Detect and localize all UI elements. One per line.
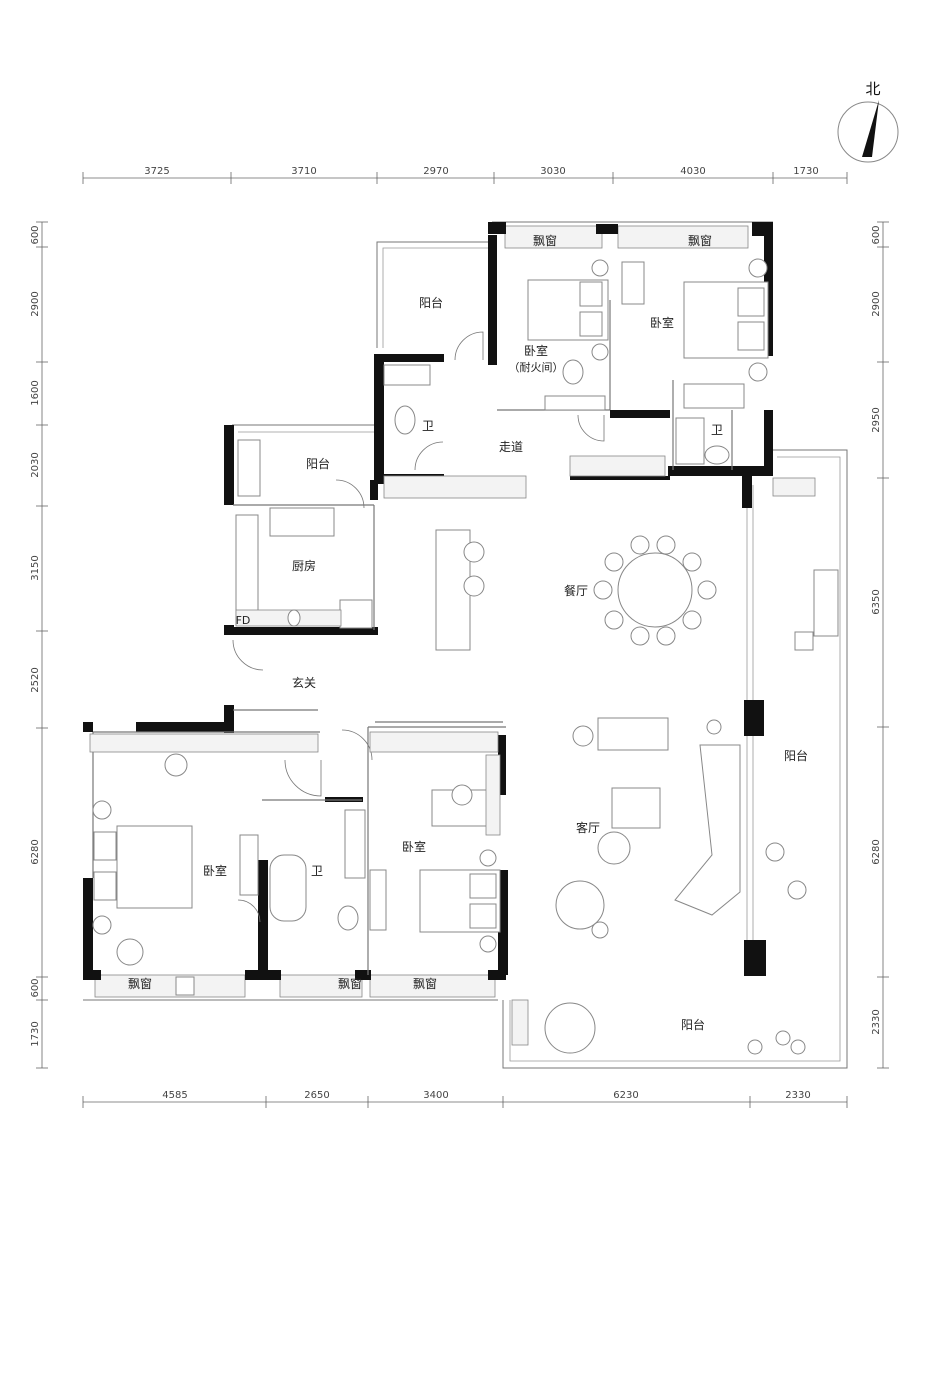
dim-left-label: 600	[30, 978, 41, 997]
bay-window-label: 飘窗	[688, 234, 712, 248]
dim-left-label: 1600	[30, 380, 41, 405]
balcony-label: 阳台	[419, 295, 443, 310]
bathroom-label: 卫	[422, 419, 434, 433]
balcony-label: 阳台	[306, 456, 330, 471]
north-arrow-icon	[862, 100, 879, 157]
dims-right: 600 2900 2950 6350 6280 2330	[871, 225, 882, 1034]
round-table-icon	[544, 1002, 596, 1054]
dim-right-label: 6350	[871, 589, 882, 614]
dim-bottom-label: 2330	[785, 1090, 810, 1101]
dim-right-label: 6280	[871, 839, 882, 864]
dining-room-label: 餐厅	[564, 583, 588, 598]
dim-top-label: 2970	[423, 166, 448, 177]
dim-right-label: 2330	[871, 1009, 882, 1034]
bathroom-label: 卫	[711, 423, 723, 437]
bay-window-label: 飘窗	[128, 977, 152, 991]
dim-left-label: 2900	[30, 291, 41, 316]
bathroom-label: 卫	[311, 864, 323, 878]
dim-top-label: 3030	[540, 166, 565, 177]
balcony-label: 阳台	[784, 748, 808, 763]
dim-left-label: 600	[30, 225, 41, 244]
dim-left-label: 1730	[30, 1021, 41, 1046]
dims-left: 600 2900 1600 2030 3150 2520 6280 600 17…	[30, 225, 41, 1046]
room-labels: 飘窗 飘窗 阳台 卧室 （耐火间） 卧室 卫 卫 走道 阳台 厨房 FD 餐厅 …	[128, 234, 808, 1032]
dim-left-label: 2520	[30, 667, 41, 692]
foyer-label: 玄关	[292, 675, 316, 690]
dims-bottom: 4585 2650 3400 6230 2330	[162, 1090, 810, 1101]
balcony-label: 阳台	[681, 1017, 705, 1032]
dim-right-label: 600	[871, 225, 882, 244]
bay-window-label: 飘窗	[533, 234, 557, 248]
dim-bottom-label: 4585	[162, 1090, 187, 1101]
fire-bedroom-label: 卧室	[524, 343, 548, 358]
dim-top-label: 3710	[291, 166, 316, 177]
sofa-icon	[674, 744, 741, 916]
furniture	[89, 258, 839, 1055]
dim-bottom-label: 2650	[304, 1090, 329, 1101]
dim-top-label: 4030	[680, 166, 705, 177]
dim-left-label: 2030	[30, 452, 41, 477]
doors	[232, 331, 605, 923]
dim-left-label: 6280	[30, 839, 41, 864]
dim-left-label: 3150	[30, 555, 41, 580]
north-arrow: 北	[837, 80, 899, 163]
bed-icon	[116, 825, 193, 909]
dims-top: 3725 3710 2970 3030 4030 1730	[144, 166, 818, 177]
bay-window-label: 飘窗	[338, 977, 362, 991]
bedroom-label: 卧室	[402, 839, 426, 854]
dim-right-label: 2950	[871, 407, 882, 432]
bedroom-label: 卧室	[203, 863, 227, 878]
dim-top-label: 3725	[144, 166, 169, 177]
north-label: 北	[865, 80, 880, 98]
dimension-lines	[36, 172, 889, 1108]
kitchen-label: 厨房	[292, 558, 316, 573]
dim-top-label: 1730	[793, 166, 818, 177]
dim-bottom-label: 3400	[423, 1090, 448, 1101]
dining-table-icon	[617, 552, 693, 628]
living-room-label: 客厅	[576, 820, 600, 835]
bay-window-label: 飘窗	[413, 977, 437, 991]
fire-bedroom-note: （耐火间）	[509, 361, 564, 374]
bathtub-icon	[269, 854, 307, 922]
dim-bottom-label: 6230	[613, 1090, 638, 1101]
armchair-icon	[555, 880, 605, 930]
corridor-label: 走道	[499, 440, 523, 454]
outline-lines	[83, 221, 848, 1069]
compass-circle	[837, 101, 899, 163]
fd-label: FD	[236, 614, 251, 627]
bedroom-label: 卧室	[650, 315, 674, 330]
dim-right-label: 2900	[871, 291, 882, 316]
